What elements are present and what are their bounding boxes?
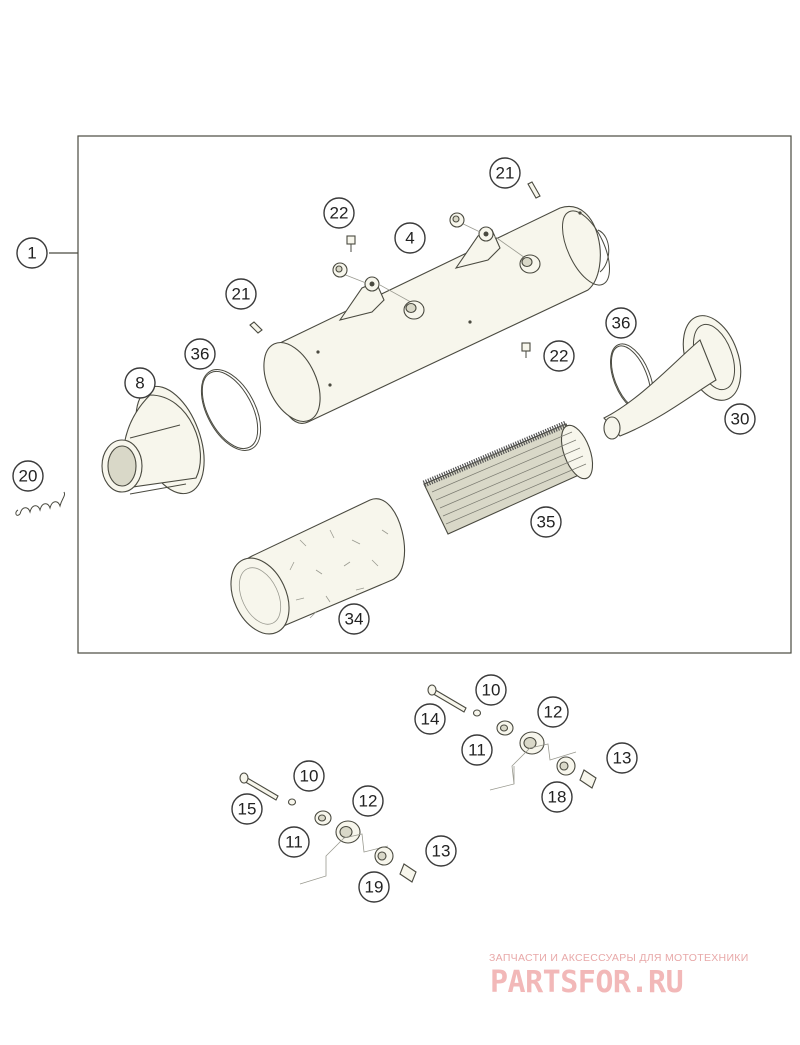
svg-text:13: 13 [432,842,451,861]
callout-15: 15 [231,793,263,825]
callout-18: 18 [541,781,573,813]
packing-mat [422,420,594,535]
svg-text:12: 12 [544,703,563,722]
muffler-body [263,205,610,424]
callout-13-upper: 13 [606,742,638,774]
svg-text:21: 21 [232,285,251,304]
svg-text:1: 1 [27,244,36,263]
callout-36-left: 36 [184,338,216,370]
svg-text:10: 10 [482,681,501,700]
end-cap-outlet [603,315,742,440]
svg-text:11: 11 [468,741,486,760]
svg-text:35: 35 [537,513,556,532]
callout-22-right: 22 [543,340,575,372]
svg-text:8: 8 [135,374,144,393]
callout-20: 20 [12,460,44,492]
callout-30: 30 [724,403,756,435]
mounting-kit-upper [427,684,597,791]
svg-text:11: 11 [285,833,303,852]
callout-35: 35 [530,506,562,538]
rivet [249,181,541,334]
callout-10-upper: 10 [475,674,507,706]
callout-34: 34 [338,603,370,635]
insulation-tube [230,498,406,635]
svg-text:4: 4 [405,229,414,248]
callout-10-lower: 10 [293,760,325,792]
svg-text:19: 19 [365,878,384,897]
svg-text:15: 15 [238,800,257,819]
callout-11-lower: 11 [278,826,310,858]
callout-22-top: 22 [323,197,355,229]
spring [15,491,65,516]
screw [346,235,531,358]
svg-text:12: 12 [359,792,378,811]
callout-4: 4 [394,222,426,254]
callout-19: 19 [358,871,390,903]
svg-text:18: 18 [548,788,567,807]
watermark: ЗАПЧАСТИ И АКСЕССУАРЫ ДЛЯ МОТОТЕХНИКИ PA… [489,952,749,1000]
svg-text:20: 20 [19,467,38,486]
svg-text:36: 36 [612,314,631,333]
svg-text:21: 21 [496,164,515,183]
callout-13-lower: 13 [425,835,457,867]
svg-text:22: 22 [550,347,569,366]
svg-text:30: 30 [731,410,750,429]
callout-8: 8 [124,367,156,399]
svg-text:14: 14 [421,710,440,729]
svg-text:10: 10 [300,767,319,786]
callout-21-left: 21 [225,278,257,310]
watermark-tagline: ЗАПЧАСТИ И АКСЕССУАРЫ ДЛЯ МОТОТЕХНИКИ [489,952,749,964]
svg-text:22: 22 [330,204,349,223]
watermark-brand: PARTSFOR.RU [490,965,683,1000]
callout-21-top: 21 [489,157,521,189]
end-cap-inlet [101,385,205,495]
svg-text:13: 13 [613,749,632,768]
callout-36-right: 36 [605,307,637,339]
mounting-kit-lower [239,772,417,885]
callout-12-lower: 12 [352,785,384,817]
svg-text:36: 36 [191,345,210,364]
callout-1: 1 [16,237,48,269]
assembly-frame [77,135,792,654]
callout-14: 14 [414,703,446,735]
grommet [332,212,541,320]
callout-11-upper: 11 [461,734,493,766]
svg-text:34: 34 [345,610,364,629]
callout-12-upper: 12 [537,696,569,728]
